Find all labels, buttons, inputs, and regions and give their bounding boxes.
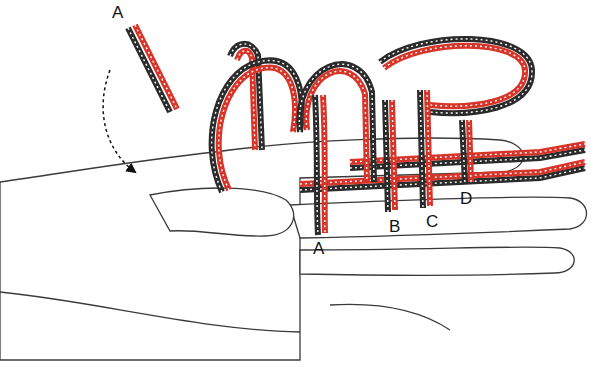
part-letter: A <box>112 4 123 21</box>
hand <box>0 138 587 360</box>
part-letter: A <box>313 240 324 257</box>
part-letter: B <box>389 218 400 235</box>
rope <box>128 25 585 235</box>
part-letter: D <box>460 190 472 207</box>
part-letter: C <box>426 213 438 230</box>
motion-arrow <box>103 70 135 172</box>
